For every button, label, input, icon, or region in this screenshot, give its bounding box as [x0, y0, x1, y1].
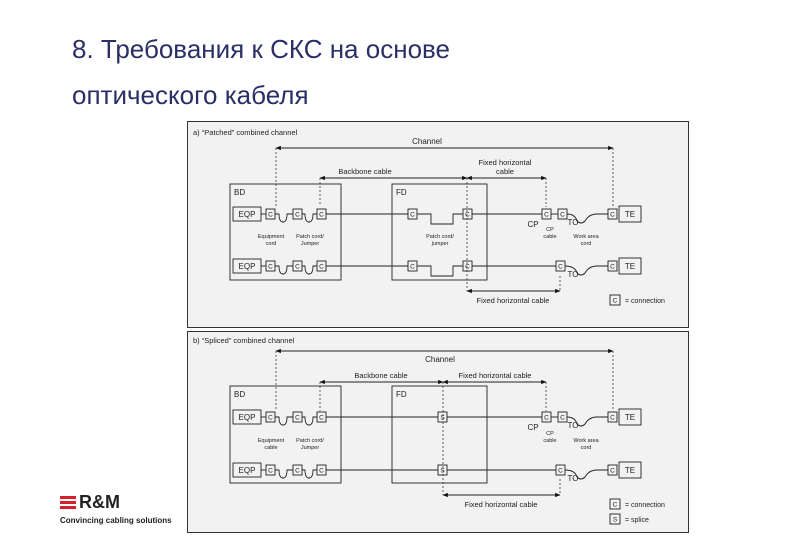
svg-text:C: C — [319, 264, 324, 271]
patch-cord-label: Jumper — [301, 241, 320, 247]
slide-title-line-2: оптического кабеля — [72, 80, 309, 110]
to-label: TO — [568, 474, 579, 483]
te-label: TE — [625, 466, 635, 475]
fixed-horizontal-label-1: Fixed horizontal — [479, 158, 532, 167]
svg-text:C: C — [613, 502, 618, 509]
panel-a — [229, 145, 642, 306]
patch-cord-label: Patch cord/ — [296, 438, 324, 444]
fixed-horizontal-bottom-label: Fixed horizontal cable — [477, 296, 550, 305]
equipment-cable-label: cable — [264, 445, 277, 451]
svg-text:C: C — [613, 298, 618, 305]
eqp-label: EQP — [239, 262, 256, 271]
svg-text:C: C — [295, 264, 300, 271]
te-label: TE — [625, 413, 635, 422]
panel-b-heading: b) “Spliced” combined channel — [193, 336, 295, 345]
panel-b — [229, 348, 642, 525]
svg-text:C: C — [410, 264, 415, 271]
panel-a-labels: a) “Patched” combined channel Channel Ba… — [193, 128, 665, 305]
bd-box — [229, 183, 342, 281]
svg-text:C: C — [268, 415, 273, 422]
svg-text:C: C — [319, 212, 324, 219]
eqp-label: EQP — [239, 413, 256, 422]
svg-text:C: C — [268, 264, 273, 271]
patch-cord-label: Jumper — [301, 445, 320, 451]
te-label: TE — [625, 262, 635, 271]
cp-label: CP — [527, 220, 538, 229]
work-area-cord-label: cord — [581, 241, 592, 247]
panel-a-frame — [187, 121, 689, 328]
fd-label: FD — [396, 390, 407, 399]
legend-connection: = connection — [625, 502, 665, 509]
bd-label: BD — [234, 188, 245, 197]
svg-text:C: C — [465, 264, 470, 271]
svg-text:C: C — [295, 415, 300, 422]
rm-logo: R&M Convincing cabling solutions — [60, 492, 200, 525]
svg-text:S: S — [440, 415, 445, 422]
bd-label: BD — [234, 390, 245, 399]
te-label: TE — [625, 210, 635, 219]
slide-title-line-1: 8. Требования к СКС на основе — [72, 34, 451, 64]
svg-text:S: S — [613, 517, 618, 524]
fixed-horizontal-label-2: cable — [496, 167, 514, 176]
backbone-cable-label: Backbone cable — [354, 371, 407, 380]
svg-text:C: C — [295, 468, 300, 475]
to-label: TO — [568, 218, 579, 227]
fd-patch-cord-label: Patch cord/ — [426, 234, 454, 240]
svg-text:C: C — [558, 264, 563, 271]
panel-a-heading: a) “Patched” combined channel — [193, 128, 298, 137]
rm-logo-name: R&M — [79, 492, 120, 512]
patch-cord-label: Patch cord/ — [296, 234, 324, 240]
svg-text:C: C — [295, 212, 300, 219]
svg-text:S: S — [440, 468, 445, 475]
panel-b-labels: b) “Spliced” combined channel Channel Ba… — [193, 336, 665, 524]
svg-text:C: C — [319, 415, 324, 422]
cp-cable-label: cable — [543, 438, 556, 444]
equipment-cord-label: cord — [266, 241, 277, 247]
svg-text:C: C — [544, 415, 549, 422]
work-area-cord-label: Work area — [573, 438, 599, 444]
work-area-cord-label: cord — [581, 445, 592, 451]
svg-text:C: C — [610, 212, 615, 219]
cp-label: CP — [527, 423, 538, 432]
svg-text:C: C — [465, 212, 470, 219]
rm-logo-tagline: Convincing cabling solutions — [60, 516, 172, 525]
svg-text:C: C — [560, 415, 565, 422]
legend-splice: = splice — [625, 517, 649, 524]
svg-text:C: C — [544, 212, 549, 219]
svg-text:C: C — [268, 468, 273, 475]
svg-text:C: C — [560, 212, 565, 219]
fd-box — [391, 183, 488, 281]
connector-letters: C C C S C C C C C C S C C C S — [268, 415, 618, 524]
eqp-label: EQP — [239, 466, 256, 475]
svg-text:C: C — [610, 264, 615, 271]
cp-cable-label: cable — [543, 234, 556, 240]
channel-label: Channel — [412, 137, 442, 146]
fd-label: FD — [396, 188, 407, 197]
svg-text:C: C — [268, 212, 273, 219]
equipment-cord-label: Equipment — [258, 234, 285, 240]
svg-text:C: C — [410, 212, 415, 219]
to-label: TO — [568, 270, 579, 279]
equipment-cable-label: Equipment — [258, 438, 285, 444]
fd-patch-cord-label: jumper — [431, 241, 449, 247]
channel-label: Channel — [425, 355, 455, 364]
fixed-horizontal-label: Fixed horizontal cable — [459, 371, 532, 380]
to-label: TO — [568, 421, 579, 430]
eqp-label: EQP — [239, 210, 256, 219]
svg-text:C: C — [558, 468, 563, 475]
fixed-horizontal-bottom-label: Fixed horizontal cable — [465, 500, 538, 509]
legend-connection: = connection — [625, 298, 665, 305]
rm-logo-icon — [60, 494, 76, 511]
cp-cable-label: CP — [546, 431, 554, 437]
svg-text:C: C — [610, 468, 615, 475]
connector-letters: C C C C C C C C C C C C C C C C — [268, 212, 618, 305]
slide-title: 8. Требования к СКС на основе оптическог… — [72, 26, 712, 118]
backbone-cable-label: Backbone cable — [338, 167, 391, 176]
channel-diagram: a) “Patched” combined channel Channel Ba… — [187, 121, 689, 533]
panel-b-frame — [187, 331, 689, 533]
cp-cable-label: CP — [546, 227, 554, 233]
svg-text:C: C — [319, 468, 324, 475]
svg-text:C: C — [610, 415, 615, 422]
work-area-cord-label: Work area — [573, 234, 599, 240]
